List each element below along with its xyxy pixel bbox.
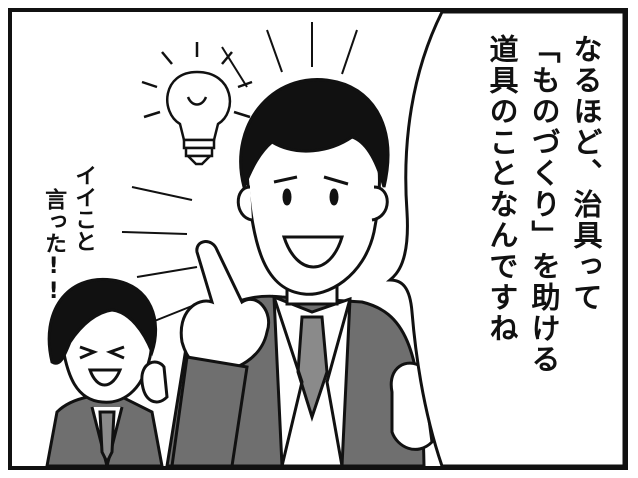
- exclamation-line-1: イイこと: [71, 164, 97, 252]
- exclamation-line-2: 言った!!: [41, 188, 67, 304]
- comic-panel: なるほど、治具って 「ものづくり」を助ける 道具のことなんですね イイこと 言っ…: [8, 8, 628, 470]
- main-character: [165, 78, 434, 466]
- speech-line-1: なるほど、治具って: [569, 34, 603, 313]
- speech-text-area: なるほど、治具って 「ものづくり」を助ける 道具のことなんですね: [434, 12, 624, 466]
- speech-line-2: 「ものづくり」を助ける: [527, 34, 561, 375]
- burst-lines: [121, 22, 358, 323]
- speech-line-3: 道具のことなんですね: [485, 34, 519, 344]
- speech-bubble: [385, 12, 624, 466]
- lightbulb-icon: [141, 42, 253, 166]
- panel-illustration: [45, 12, 624, 466]
- second-character: [45, 277, 169, 466]
